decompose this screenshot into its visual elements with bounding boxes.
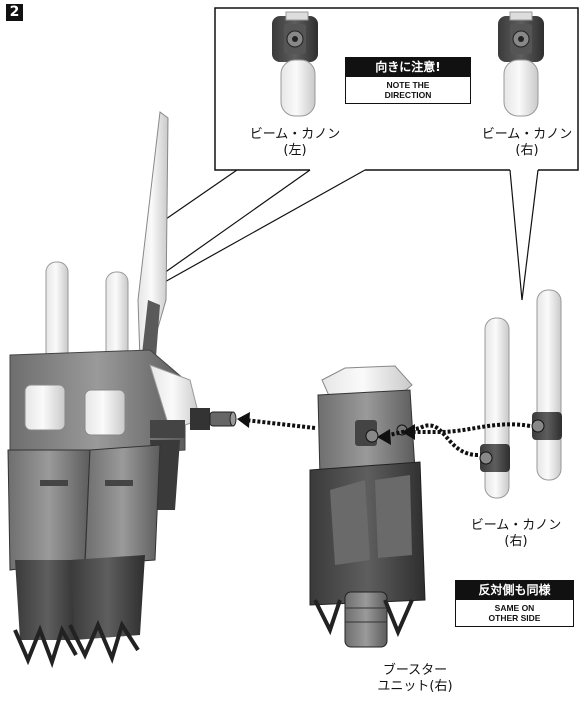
leader-line-left — [139, 169, 311, 291]
beam-cannon-left-label-name: ビーム・カノン — [249, 127, 341, 142]
booster-unit — [309, 365, 426, 648]
step-number-badge: 2 — [6, 4, 23, 21]
beam-cannon-main-label: ビーム・カノン (右) — [461, 518, 571, 550]
same-other-side-jp: 反対側も同様 — [456, 581, 573, 600]
same-other-side-callout: 反対側も同様 SAME ON OTHER SIDE — [455, 580, 574, 627]
beam-cannon-left-detail — [272, 11, 318, 117]
detail-panel-frame — [139, 7, 579, 301]
mech-body — [7, 111, 237, 669]
note-direction-callout: 向きに注意! NOTE THE DIRECTION — [345, 57, 471, 104]
beam-cannon-right-detail — [498, 11, 544, 117]
beam-cannon-main-label-name: ビーム・カノン — [470, 518, 562, 533]
note-direction-en-line2: DIRECTION — [384, 90, 432, 100]
beam-cannon-right-label-side: (右) — [515, 143, 539, 158]
note-direction-jp: 向きに注意! — [346, 58, 470, 77]
arrow-head — [237, 412, 250, 428]
same-other-side-en-line1: SAME ON — [494, 603, 535, 613]
assembly-arrows — [244, 418, 531, 457]
leader-line-right — [509, 169, 523, 301]
beam-cannons-main — [479, 289, 562, 499]
booster-unit-label-side: ユニット(右) — [377, 679, 453, 694]
beam-cannon-right-label: ビーム・カノン (右) — [472, 127, 582, 159]
beam-cannon-main-label-side: (右) — [504, 534, 528, 549]
booster-unit-label-name: ブースター — [382, 663, 448, 678]
note-direction-en-line1: NOTE THE — [386, 80, 430, 90]
booster-unit-label: ブースター ユニット(右) — [360, 663, 470, 695]
same-other-side-en-line2: OTHER SIDE — [488, 613, 541, 623]
beam-cannon-left-label-side: (左) — [283, 143, 307, 158]
beam-cannon-right-label-name: ビーム・カノン — [481, 127, 573, 142]
beam-cannon-left-label: ビーム・カノン (左) — [240, 127, 350, 159]
